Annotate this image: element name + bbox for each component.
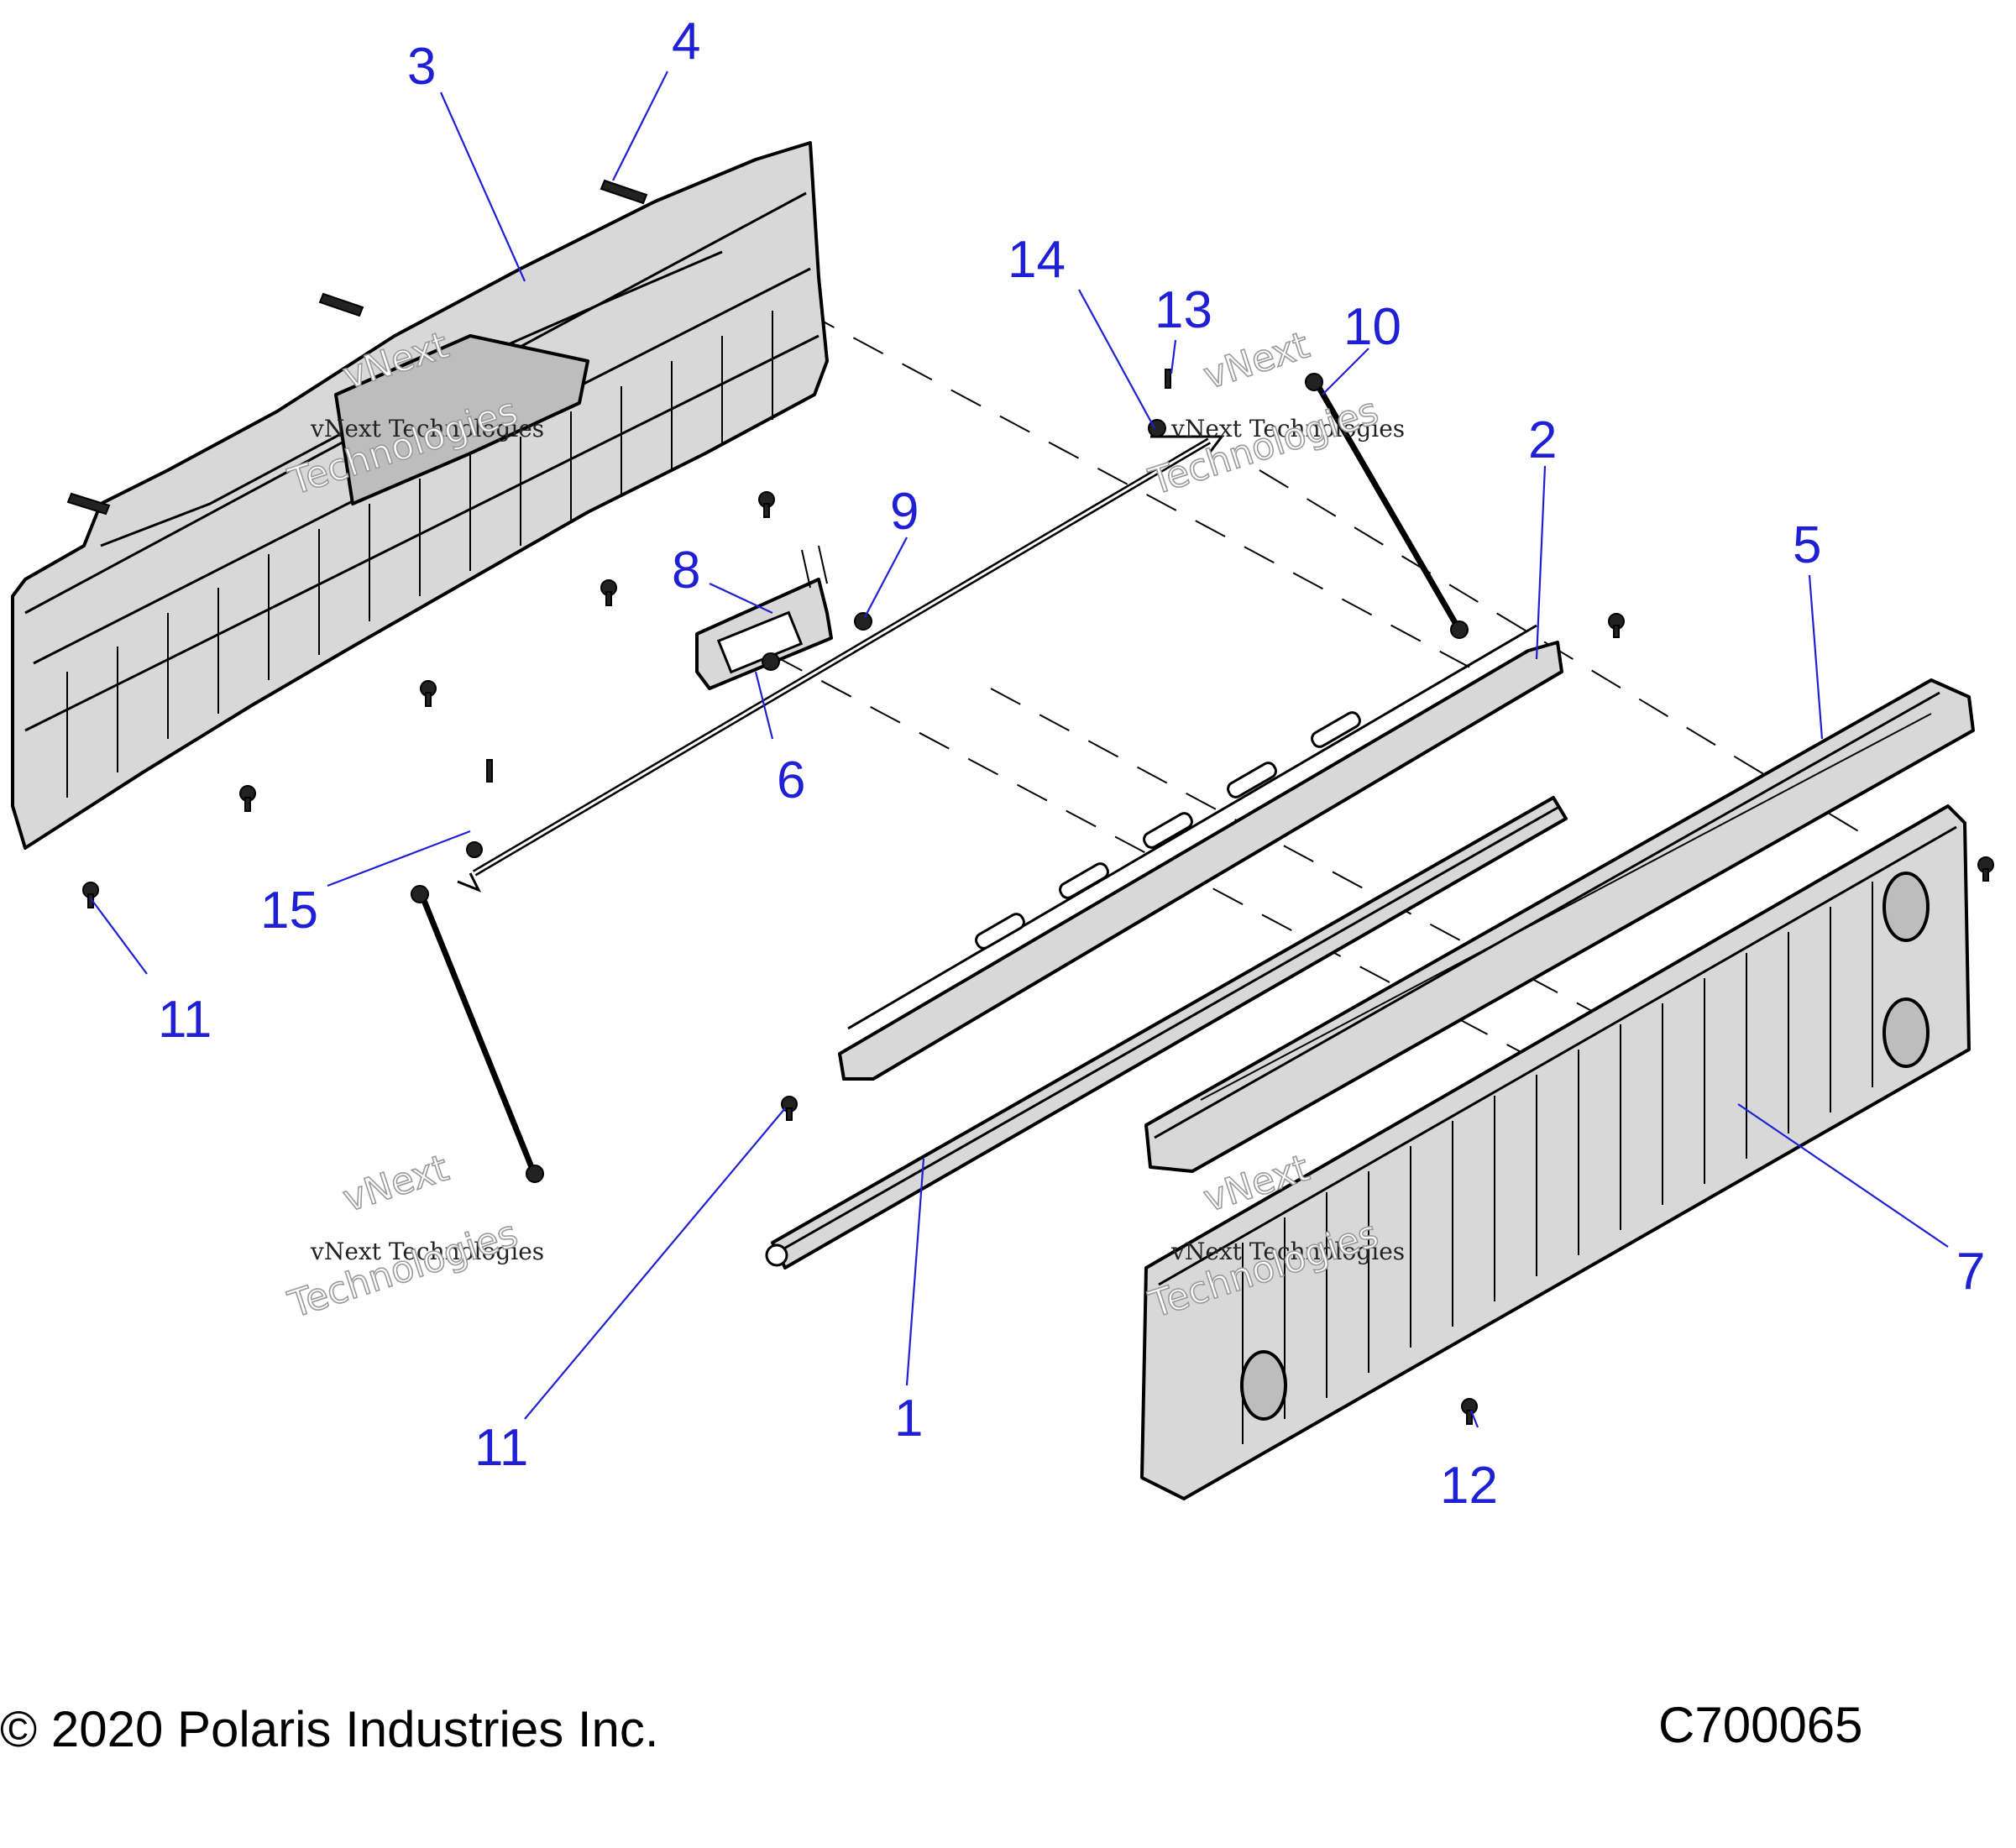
watermark-brand-2: vNext Technologies [1170, 415, 1405, 442]
watermark-brand-4: vNext Technologies [1170, 1238, 1405, 1265]
callout-14: 14 [1008, 231, 1066, 289]
leader-lines [90, 71, 1949, 1428]
callout-3: 3 [407, 38, 436, 96]
callout-10: 10 [1343, 298, 1401, 356]
watermark-word-3b: Technologies [283, 1212, 523, 1327]
watermark-brand-3: vNext Technologies [310, 1238, 544, 1265]
watermark-brand-1: vNext Technologies [310, 415, 544, 442]
part-3-inner-panel [11, 141, 829, 850]
callout-12: 12 [1440, 1457, 1498, 1515]
watermark-word-3: vNext [338, 1147, 453, 1221]
callout-8: 8 [672, 542, 700, 599]
part-8-latch [695, 545, 872, 690]
callout-6: 6 [777, 751, 805, 809]
watermark-word-2b: Technologies [1144, 390, 1384, 504]
part-1-lower-rod [765, 796, 1568, 1270]
callout-5: 5 [1793, 516, 1821, 574]
callout-4: 4 [672, 13, 700, 71]
callout-9: 9 [890, 483, 919, 541]
watermark-word-2: vNext [1198, 324, 1314, 398]
part-7-outer-panel [1140, 804, 1971, 1500]
callout-11-center: 11 [474, 1419, 528, 1477]
callouts: 3 4 14 13 10 2 5 9 8 6 15 11 11 1 12 7 [158, 13, 1985, 1515]
part-5-cap-rail [1144, 678, 1975, 1173]
fasteners [66, 179, 1994, 1425]
part-6-rod [457, 369, 1224, 893]
part-2-slotted-rail [838, 624, 1563, 1081]
figure-id: C700065 [1658, 1697, 1863, 1753]
callout-13: 13 [1155, 281, 1212, 339]
callout-11-left: 11 [158, 991, 212, 1049]
callout-1: 1 [894, 1390, 923, 1448]
callout-7: 7 [1956, 1243, 1985, 1301]
copyright-text: © 2020 Polaris Industries Inc. [0, 1701, 659, 1757]
support-cables [411, 373, 1469, 1183]
callout-15: 15 [260, 882, 318, 940]
callout-2: 2 [1528, 411, 1557, 469]
